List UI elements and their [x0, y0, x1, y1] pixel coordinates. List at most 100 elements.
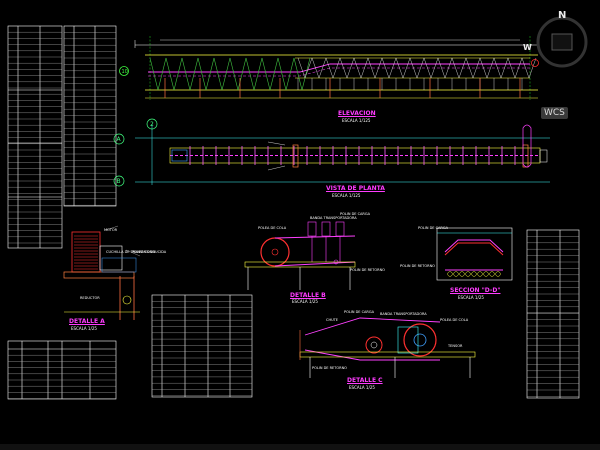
- cad-line: [500, 57, 509, 79]
- note-polea-cola-c: POLEA DE COLA: [440, 318, 469, 322]
- cad-line: [339, 57, 348, 79]
- compass-west-label: W: [523, 43, 532, 52]
- cad-line: [346, 57, 355, 79]
- cad-line: [402, 57, 411, 79]
- cad-line: [521, 57, 530, 79]
- cad-line: [277, 57, 287, 91]
- plan-title: VISTA DE PLANTA: [326, 185, 385, 192]
- cad-line: [237, 57, 247, 91]
- return-roller: [489, 271, 495, 277]
- wcs-menu-button[interactable]: WCS: [541, 107, 568, 119]
- cad-line: [318, 57, 327, 79]
- detail-c-title: DETALLE C: [347, 377, 383, 384]
- return-roller: [453, 271, 459, 277]
- grid-marker-b: B: [117, 178, 121, 185]
- grid-marker-2: 2: [150, 121, 154, 128]
- cad-line: [245, 57, 255, 91]
- detail-b-drawing: [244, 221, 356, 290]
- cad-line: [409, 57, 418, 79]
- carrying-idler: [307, 221, 317, 237]
- note-polin-retorno-c: POLIN DE RETORNO: [312, 366, 347, 370]
- return-roller: [459, 271, 465, 277]
- detail-c-scale: ESCALA 1/25: [349, 385, 375, 390]
- compass-north-label: N: [558, 10, 567, 21]
- note-polin-carga-dd: POLIN DE CARGA: [418, 226, 448, 230]
- left-data-table-2: [63, 25, 117, 207]
- note-banda-b: BANDA TRANSPORTADORA: [310, 216, 357, 220]
- cad-line: [360, 57, 369, 79]
- cad-line: [430, 57, 439, 79]
- cad-line: [253, 57, 263, 91]
- note-polin-carga-c: POLIN DE CARGA: [344, 310, 374, 314]
- cad-line: [395, 57, 404, 79]
- center-bottom-table: [151, 294, 253, 398]
- cad-line: [157, 57, 167, 91]
- cad-line: [486, 57, 495, 79]
- viewcube-compass[interactable]: [526, 12, 596, 72]
- cad-line: [304, 57, 313, 79]
- cad-line: [451, 57, 460, 79]
- note-tensor: TENSOR: [448, 344, 463, 348]
- cad-line: [472, 57, 481, 79]
- elevation-scale: ESCALA 1/125: [342, 118, 371, 123]
- cad-line: [444, 57, 453, 79]
- detail-b-title: DETALLE B: [290, 292, 326, 299]
- note-banda-c: BANDA TRANSPORTADORA: [380, 312, 427, 316]
- cad-line: [181, 57, 191, 91]
- cad-line: [332, 57, 341, 79]
- cad-line: [261, 57, 271, 91]
- table-row-lines: [8, 32, 579, 399]
- grid-marker-a: A: [117, 136, 122, 143]
- cad-line: [388, 57, 397, 79]
- cad-line: [213, 57, 223, 91]
- cad-line: [229, 57, 239, 91]
- cad-line: [301, 57, 311, 91]
- cad-line: [367, 57, 376, 79]
- cad-line: [458, 57, 467, 79]
- return-roller: [483, 271, 489, 277]
- plan-view: [135, 124, 550, 185]
- cad-line: [205, 57, 215, 91]
- cad-line: [423, 57, 432, 79]
- detail-c-drawing: [299, 317, 476, 378]
- elevation-title: ELEVACION: [338, 110, 376, 117]
- cad-line: [197, 57, 207, 91]
- note-motor: MOTOR: [104, 228, 118, 232]
- cad-line: [311, 57, 320, 79]
- plan-scale: ESCALA 1/125: [332, 193, 361, 198]
- cad-line: [353, 57, 362, 79]
- note-chute: CHUTE: [326, 318, 338, 322]
- note-polea-conducida: POLEA CONDUCIDA: [132, 250, 167, 254]
- return-roller: [471, 271, 477, 277]
- cad-line: [269, 57, 279, 91]
- note-polin-carga-b: POLIN DE CARGA: [340, 212, 370, 216]
- detail-b-scale: ESCALA 1/25: [292, 299, 318, 304]
- return-roller: [447, 271, 453, 277]
- carrying-idler: [335, 221, 345, 237]
- cad-line: [165, 57, 175, 91]
- cad-line: [528, 57, 537, 79]
- note-reductor: REDUCTOR: [80, 296, 100, 300]
- cad-line: [465, 57, 474, 79]
- cad-line: [514, 57, 523, 79]
- bottom-left-table: [7, 340, 117, 400]
- elevation-view: [119, 36, 539, 100]
- cad-line: [293, 57, 303, 91]
- model-layout-strip: [0, 444, 600, 450]
- cad-line: [325, 57, 334, 79]
- detail-a-title: DETALLE A: [69, 318, 105, 325]
- cad-line: [297, 57, 306, 79]
- detail-a-drawing: [63, 225, 141, 320]
- cad-line: [381, 57, 390, 79]
- right-data-table: [526, 229, 580, 399]
- cad-line: [221, 57, 231, 91]
- return-roller: [495, 271, 501, 277]
- note-polin-retorno-b: POLIN DE RETORNO: [350, 268, 385, 272]
- left-data-table-1: [7, 25, 63, 249]
- carrying-idler: [321, 221, 331, 237]
- note-polin-retorno-dd: POLIN DE RETORNO: [400, 264, 435, 268]
- note-cuchilla: CUCHILLA DE TRANSMISION: [106, 250, 155, 254]
- cad-line: [437, 57, 446, 79]
- cad-line: [189, 57, 199, 91]
